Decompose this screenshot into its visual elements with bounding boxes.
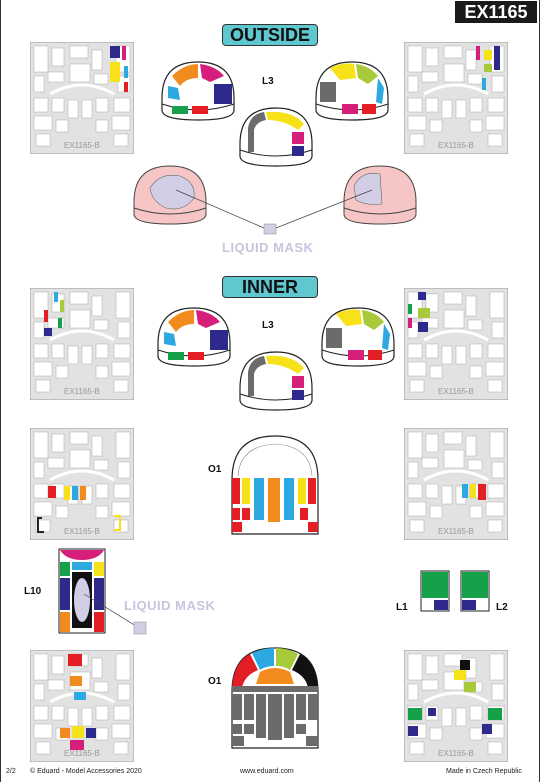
fret-o1-left: EX1165-B: [30, 428, 134, 540]
label-o1-top: O1: [208, 464, 222, 475]
label-o1-bottom: O1: [208, 676, 222, 687]
fret-mark: EX1165-B: [438, 527, 474, 536]
frame-o1-interior: [231, 647, 319, 749]
fret-mark: EX1165-B: [64, 527, 100, 536]
left-border: [0, 0, 1, 782]
section-title-outside: OUTSIDE: [222, 24, 318, 46]
fret-inner-right: EX1165-B: [404, 288, 508, 400]
liquid-mask-leader-inner: [83, 593, 147, 635]
canopy-outside-rear: [239, 107, 313, 167]
label-l1: L1: [396, 602, 408, 613]
fret-bottom-right: EX1165-B: [404, 650, 508, 762]
mask-l1: [420, 570, 450, 612]
fret-mark: EX1165-B: [64, 749, 100, 758]
website: www.eduard.com: [240, 768, 294, 775]
section-title-inner: INNER: [222, 276, 318, 298]
fret-mark: EX1165-B: [64, 141, 100, 150]
canopy-inner-front-right: [321, 307, 395, 367]
frame-o1-outline: [231, 435, 319, 535]
origin: Made in Czech Republic: [446, 768, 522, 775]
canopy-inner-front-left: [157, 307, 231, 367]
label-l10: L10: [24, 586, 42, 597]
liquid-mask-caption-inner: LIQUID MASK: [124, 598, 216, 613]
canopy-liquid-right: [343, 165, 417, 225]
fret-mark: EX1165-B: [438, 387, 474, 396]
label-l2: L2: [496, 602, 508, 613]
canopy-inner-rear: [239, 351, 313, 411]
fret-outside-right: EX1165-B: [404, 42, 508, 154]
label-l3-outside: L3: [262, 76, 274, 87]
label-l3-inner: L3: [262, 320, 274, 331]
canopy-liquid-left: [133, 165, 207, 225]
liquid-mask-caption-outside: LIQUID MASK: [222, 240, 314, 255]
liquid-mask-leaders-outside: [175, 189, 373, 235]
fret-bottom-left: EX1165-B: [30, 650, 134, 762]
canopy-outside-front-right: [315, 61, 389, 121]
fret-o1-right: EX1165-B: [404, 428, 508, 540]
frame-l10: [58, 548, 106, 634]
copyright: © Eduard - Model Accessories 2020: [30, 768, 142, 775]
fret-inner-left: EX1165-B: [30, 288, 134, 400]
mask-l2: [460, 570, 490, 612]
page-number: 2/2: [6, 768, 16, 775]
product-code: EX1165: [455, 1, 537, 23]
fret-outside-left: EX1165-B: [30, 42, 134, 154]
canopy-outside-front-left: [161, 61, 235, 121]
fret-mark: EX1165-B: [438, 141, 474, 150]
fret-mark: EX1165-B: [64, 387, 100, 396]
fret-mark: EX1165-B: [438, 749, 474, 758]
